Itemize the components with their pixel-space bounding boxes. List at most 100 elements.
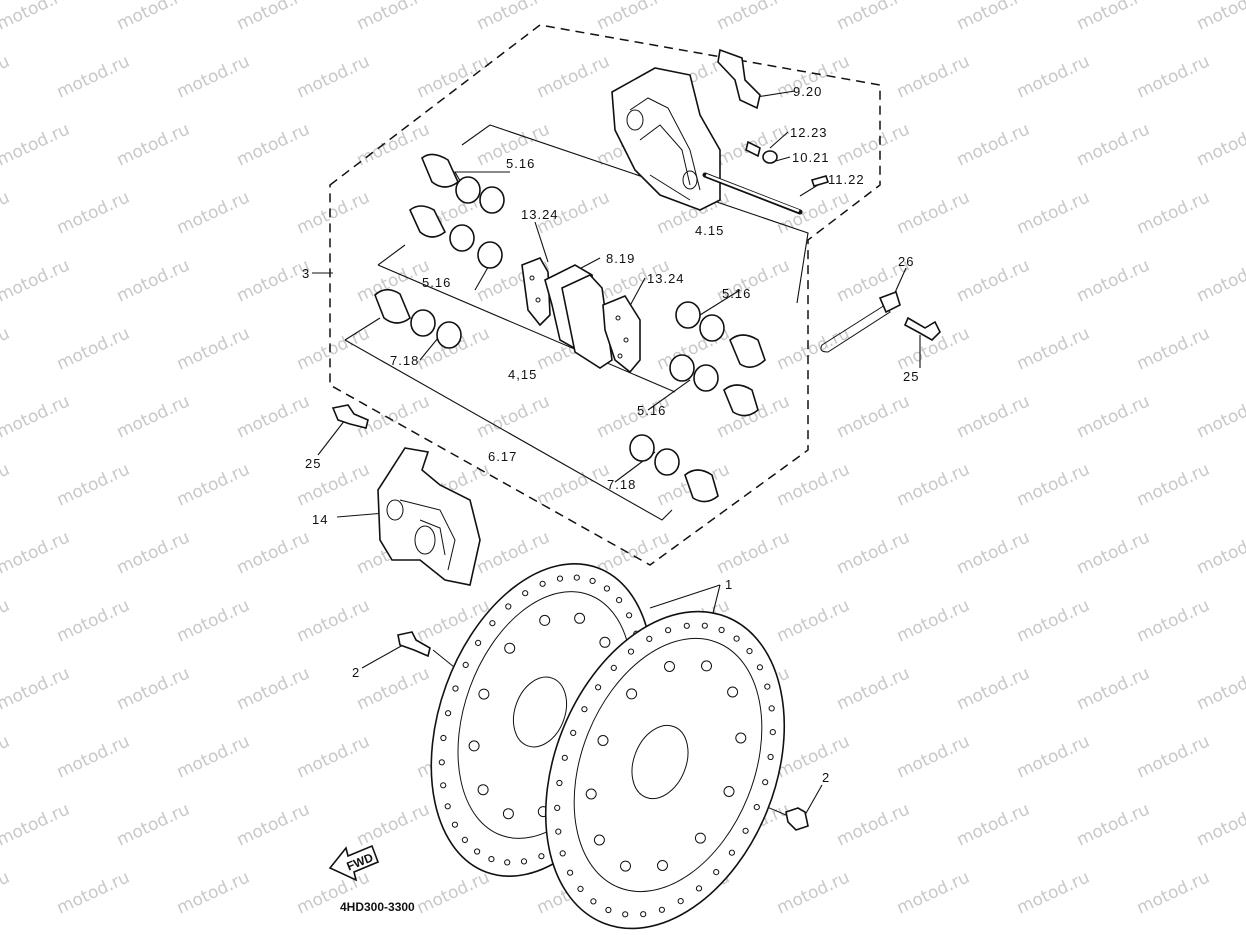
- callout-25-left: 25: [305, 456, 321, 471]
- disc-hole: [718, 626, 725, 634]
- piston-mid-right: [669, 354, 759, 417]
- disc-hole: [727, 686, 739, 698]
- watermark-text: motod.ru: [0, 799, 73, 850]
- watermark-text: motod.ru: [954, 391, 1033, 442]
- disc-hole: [462, 661, 469, 669]
- disc-hole: [620, 860, 631, 872]
- piston-mid-left: [409, 205, 503, 269]
- disc-hole: [468, 740, 480, 752]
- brake-disc-front: [544, 610, 786, 930]
- callout-12-23: 12.23: [790, 125, 828, 140]
- disc-hole: [664, 661, 675, 672]
- watermark-text: motod.ru: [0, 663, 73, 714]
- disc-hole: [478, 688, 490, 700]
- disc-hole: [713, 869, 720, 876]
- disc-hole: [570, 729, 577, 737]
- watermark-text: motod.ru: [1134, 51, 1213, 102]
- watermark-text: motod.ru: [0, 323, 13, 374]
- disc-hole: [610, 664, 617, 672]
- watermark-text: motod.ru: [954, 527, 1033, 578]
- disc-hole: [627, 648, 635, 655]
- piston-low-right: [629, 434, 719, 503]
- watermark-text: motod.ru: [114, 119, 193, 170]
- disc-hole: [489, 620, 496, 627]
- watermark-text: motod.ru: [834, 119, 913, 170]
- disc-hole: [461, 836, 468, 844]
- watermark-text: motod.ru: [174, 187, 253, 238]
- pad-pin: [702, 172, 830, 215]
- brake-pads: [521, 257, 641, 374]
- watermark-text: motod.ru: [1014, 459, 1093, 510]
- caliper-assembly: [377, 447, 481, 586]
- watermark-text: motod.ru: [234, 255, 313, 306]
- watermark-text: motod.ru: [1014, 323, 1093, 374]
- watermark-text: motod.ru: [294, 595, 373, 646]
- disc-hole: [502, 808, 514, 820]
- disc-hole: [735, 732, 747, 744]
- callout-26: 26: [898, 254, 914, 269]
- callout-9-20: 9.20: [793, 84, 822, 99]
- watermark-text: motod.ru: [1074, 799, 1153, 850]
- watermark-text: motod.ru: [534, 51, 613, 102]
- watermark-text: motod.ru: [1194, 255, 1246, 306]
- watermark-text: motod.ru: [1074, 527, 1153, 578]
- disc-hole: [440, 734, 447, 742]
- disc-hole: [438, 759, 445, 766]
- disc-hole: [504, 642, 516, 654]
- watermark-text: motod.ru: [1194, 527, 1246, 578]
- watermark-text: motod.ru: [54, 323, 133, 374]
- disc-hole: [595, 684, 602, 691]
- callout-13-24-left: 13.24: [521, 207, 559, 222]
- disc-hole: [539, 614, 551, 626]
- callout-8-19: 8.19: [606, 251, 635, 266]
- disc-hole: [520, 858, 528, 865]
- watermark-text: motod.ru: [834, 527, 913, 578]
- watermark-text: motod.ru: [594, 0, 673, 35]
- disc-hole: [561, 754, 568, 761]
- watermark-text: motod.ru: [294, 731, 373, 782]
- disc-hole: [723, 786, 735, 797]
- disc-hole: [590, 898, 597, 905]
- callout-5-16-right: 5.16: [722, 286, 751, 301]
- watermark-text: motod.ru: [0, 119, 73, 170]
- disc-hole: [605, 906, 612, 914]
- watermark-text: motod.ru: [174, 595, 253, 646]
- callout-5-16-left: 5.16: [422, 275, 451, 290]
- callout-2-right: 2: [822, 770, 830, 785]
- disc-hole: [616, 597, 623, 604]
- disc-hole: [573, 574, 580, 581]
- callout-4-15-lower: 4,15: [508, 367, 537, 382]
- disc-hole: [593, 834, 605, 846]
- disc-hole: [539, 580, 546, 587]
- watermark-text: motod.ru: [1074, 119, 1153, 170]
- disc-hole: [733, 635, 740, 642]
- watermark-text: motod.ru: [834, 0, 913, 35]
- watermark-text: motod.ru: [834, 663, 913, 714]
- watermark-text: motod.ru: [1014, 867, 1093, 918]
- disc-hole: [626, 612, 633, 619]
- watermark-text: motod.ru: [1134, 187, 1213, 238]
- piston-top-left: [421, 153, 505, 214]
- watermark-text: motod.ru: [0, 527, 73, 578]
- watermark-text: motod.ru: [1194, 119, 1246, 170]
- disc-hole: [768, 705, 775, 712]
- watermark-text: motod.ru: [0, 255, 73, 306]
- watermark-text: motod.ru: [354, 0, 433, 35]
- callout-25-right: 25: [903, 369, 919, 384]
- watermark-text: motod.ru: [714, 0, 793, 35]
- retaining-clip: [820, 290, 941, 353]
- watermark-text: motod.ru: [114, 391, 193, 442]
- bleed-screw: [745, 140, 778, 164]
- disc-hole: [657, 860, 668, 871]
- disc-hole: [626, 688, 638, 700]
- callout-5-16-lower: 5.16: [637, 403, 666, 418]
- watermark-text: motod.ru: [954, 119, 1033, 170]
- disc-hole: [556, 779, 563, 787]
- disc-hole: [589, 577, 596, 585]
- watermark-text: motod.ru: [1134, 867, 1213, 918]
- watermark-text: motod.ru: [354, 663, 433, 714]
- watermark-text: motod.ru: [234, 527, 313, 578]
- watermark-text: motod.ru: [114, 799, 193, 850]
- watermark-text: motod.ru: [474, 391, 553, 442]
- watermark-text: motod.ru: [1134, 595, 1213, 646]
